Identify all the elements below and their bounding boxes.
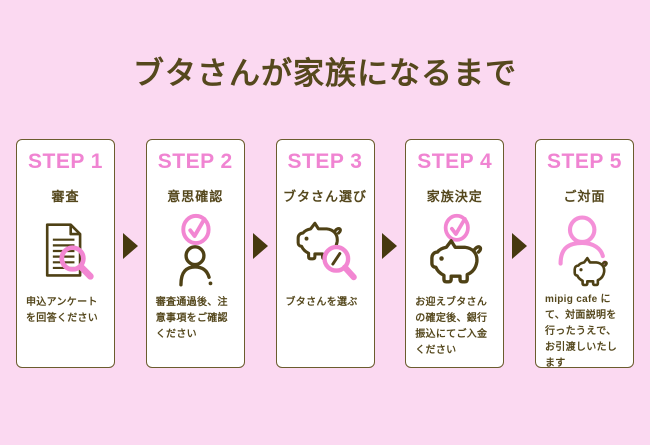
arrow-right-icon [252,233,268,259]
step-description: お迎えブタさんの確定後、銀行振込にてご入金ください [415,297,488,356]
step-description: ブタさんを選ぶ [285,297,358,308]
steps-row: STEP 1 審査 申込アンケートを回答ください STEP 2 意思確認 [16,139,634,369]
step-description: mipig cafe にて、対面説明を行ったうえで、お引渡しいたします [545,294,618,369]
step-description: 申込アンケートを回答ください [26,297,99,324]
step-number: STEP 4 [417,150,493,173]
step-subtitle: 家族決定 [426,189,483,204]
step-subtitle: 意思確認 [167,189,224,204]
check-person-icon [165,211,225,291]
page-title: ブタさんが家族になるまで [133,56,517,91]
step-description: 審査通過後、注意事項をご確認ください [155,297,228,340]
step-subtitle: 審査 [51,189,80,204]
pig-magnifier-icon [291,211,359,291]
step-number: STEP 1 [28,150,103,173]
step-card-4: STEP 4 家族決定 お迎えブタさんの確定後、銀行振込にてご入金ください [405,139,505,368]
step-subtitle: ご対面 [563,189,606,204]
arrow-right-icon [512,233,528,259]
step-number: STEP 5 [547,150,622,173]
step-card-1: STEP 1 審査 申込アンケートを回答ください [16,139,115,368]
document-magnifier-icon [35,211,97,291]
person-pig-icon [554,211,616,288]
step-card-2: STEP 2 意思確認 審査通過後、注意事項をご確認ください [145,139,245,368]
step-subtitle: ブタさん選び [282,189,367,204]
arrow-right-icon [122,233,138,259]
check-pig-icon [422,211,488,291]
step-card-5: STEP 5 ご対面 mipig cafe にて、対面説明を行ったうえで、お引渡… [535,139,634,369]
arrow-right-icon [382,233,398,259]
step-number: STEP 3 [287,150,363,173]
step-card-3: STEP 3 ブタさん選び ブタさんを選ぶ [275,139,375,368]
step-number: STEP 2 [157,150,233,173]
